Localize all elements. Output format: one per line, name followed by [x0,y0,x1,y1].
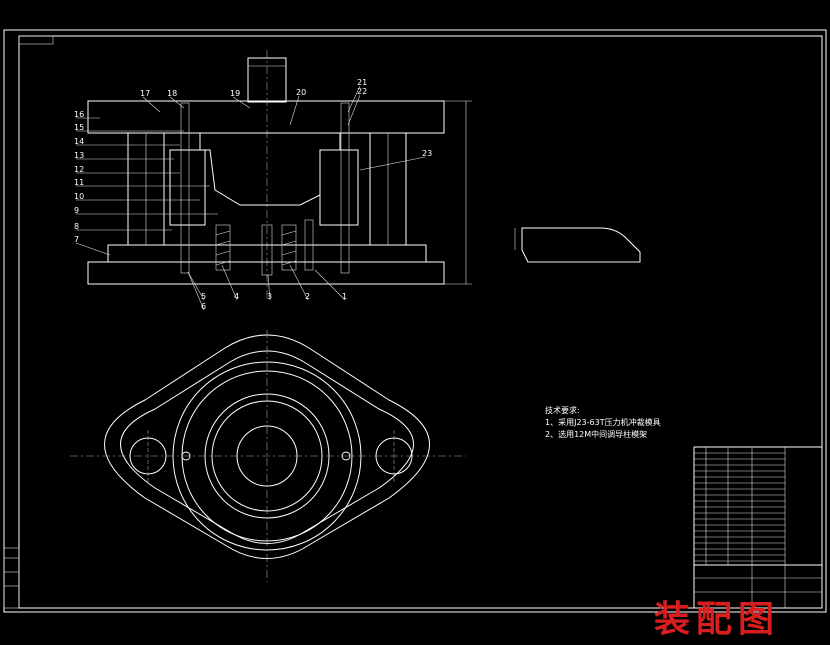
bolt-right [340,102,350,274]
leader-line-3 [267,274,271,301]
leader-line-7 [75,242,111,256]
lower-die-plate [87,261,445,285]
assembly-drawing-stamp: 装配图 [654,598,781,640]
leader-line-23 [359,156,426,171]
leader-line-22 [347,94,361,126]
part-number-22: 22 [357,87,367,96]
leader-line-1 [314,269,346,301]
part-number-10: 10 [74,192,84,201]
leader-line-6 [187,271,205,311]
revision-block [3,547,20,609]
part-number-6: 6 [201,302,206,311]
part-number-17: 17 [140,89,150,98]
technical-requirements: 技术要求: 1、采用J23-63T压力机冲裁模具 2、选用12M中间调导柱模架 [545,405,661,439]
leader-line-17 [142,96,161,113]
leader-line-18 [169,96,185,109]
tech-notes-heading: 技术要求: [545,405,580,415]
part-number-1: 1 [342,292,347,301]
die-block-right [319,149,359,226]
springs [215,224,297,276]
tech-notes-line-1: 1、采用J23-63T压力机冲裁模具 [545,417,661,427]
sheet-inner-border [18,35,823,609]
die-block-left [169,149,206,226]
part-number-19: 19 [230,89,240,98]
corner-label-box [18,35,54,45]
part-number-16: 16 [74,110,84,119]
part-number-12: 12 [74,165,84,174]
part-number-21: 21 [357,78,367,87]
part-number-3: 3 [267,292,272,301]
convex-punch [199,132,341,206]
part-number-8: 8 [74,222,79,231]
title-block [693,446,823,609]
flange-outline-inner [120,350,414,544]
part-number-7: 7 [74,235,79,244]
part-number-5: 5 [201,292,206,301]
part-number-13: 13 [74,151,84,160]
part-number-20: 20 [296,88,306,97]
part-number-14: 14 [74,137,84,146]
part-number-18: 18 [167,89,177,98]
leader-line-20 [289,95,300,126]
upper-die-plate [87,100,445,134]
leader-line-4 [221,264,238,301]
leader-line-5 [187,271,205,301]
pin-right [304,219,314,271]
sheet-outer-border [3,29,827,613]
part-number-15: 15 [74,123,84,132]
plan-view [70,330,466,582]
workpiece-profile [514,227,641,263]
part-number-4: 4 [234,292,239,301]
part-number-23: 23 [422,149,432,158]
leader-line-19 [232,96,251,109]
leader-line-2 [289,264,309,301]
part-number-9: 9 [74,206,79,215]
part-number-2: 2 [305,292,310,301]
section-view [87,50,472,300]
bolt-left [180,102,190,274]
tech-notes-line-2: 2、选用12M中间调导柱模架 [545,429,647,439]
part-number-11: 11 [74,178,84,187]
die-shank [247,57,287,103]
leader-line-21 [347,85,361,113]
flange-outline-outer [104,334,430,559]
